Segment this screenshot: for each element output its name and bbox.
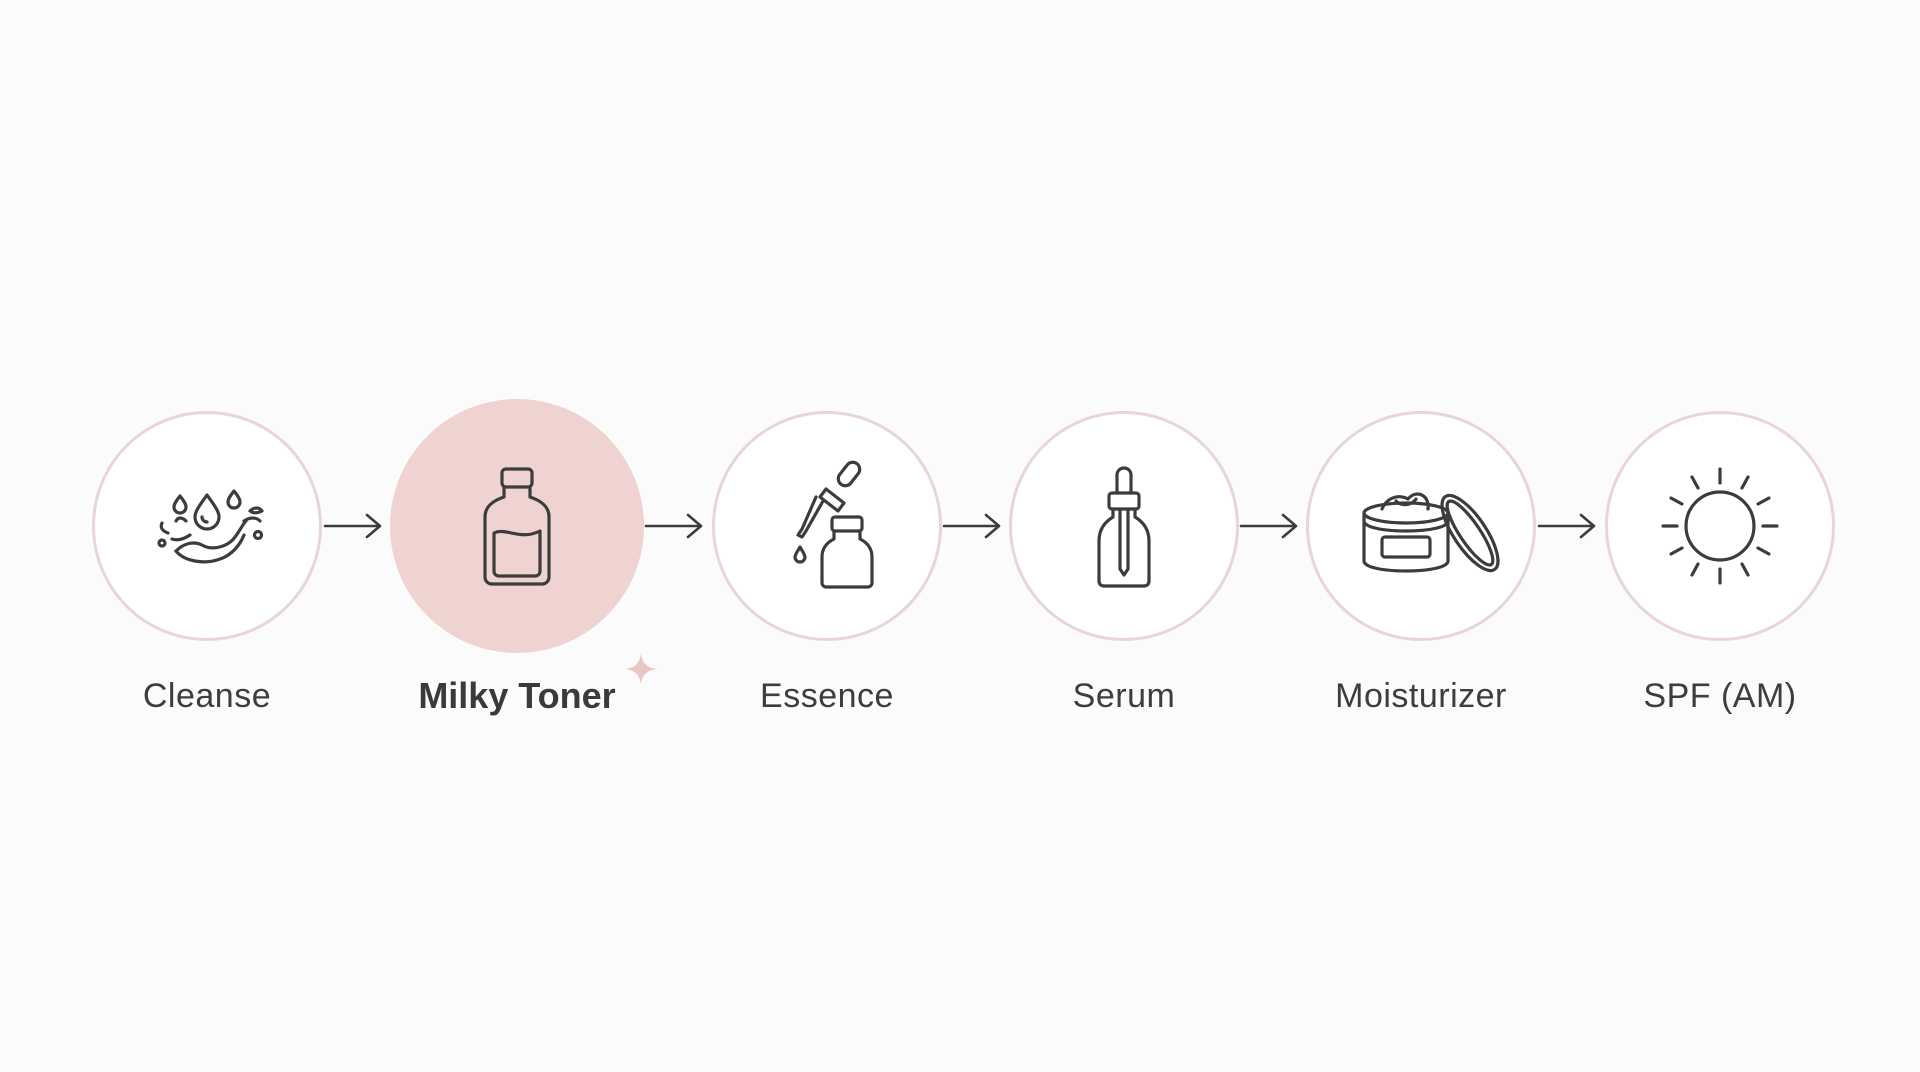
step-essence: Essence <box>677 0 977 1072</box>
step-label: Cleanse <box>142 677 272 715</box>
arrow-right-icon <box>1239 513 1298 539</box>
step-circle <box>1306 411 1536 641</box>
sun-icon <box>1661 467 1779 585</box>
step-circle-active <box>390 399 644 653</box>
cream-jar-icon <box>1362 492 1500 573</box>
step-label: Moisturizer <box>1335 677 1507 715</box>
serum-dropper-icon <box>1097 466 1151 588</box>
toner-bottle-icon <box>483 467 551 586</box>
arrow-right-icon <box>323 513 382 539</box>
water-splash-icon <box>157 489 264 564</box>
step-milky-toner: Milky Toner <box>367 0 667 1072</box>
arrow-right-icon <box>1537 513 1596 539</box>
step-moisturizer: Moisturizer <box>1271 0 1571 1072</box>
step-label: Essence <box>760 677 894 715</box>
step-circle <box>1009 411 1239 641</box>
arrow-right-icon <box>942 513 1001 539</box>
step-circle <box>92 411 322 641</box>
sparkle-icon <box>625 653 657 685</box>
step-cleanse: Cleanse <box>57 0 357 1072</box>
step-circle <box>1605 411 1835 641</box>
step-spf: SPF (AM) <box>1570 0 1870 1072</box>
step-label: Serum <box>1072 677 1176 715</box>
step-serum: Serum <box>974 0 1274 1072</box>
step-label-active: Milky Toner <box>418 675 616 716</box>
step-circle <box>712 411 942 641</box>
dropper-bottle-icon <box>793 460 874 589</box>
arrow-right-icon <box>644 513 703 539</box>
step-label: SPF (AM) <box>1643 677 1797 715</box>
